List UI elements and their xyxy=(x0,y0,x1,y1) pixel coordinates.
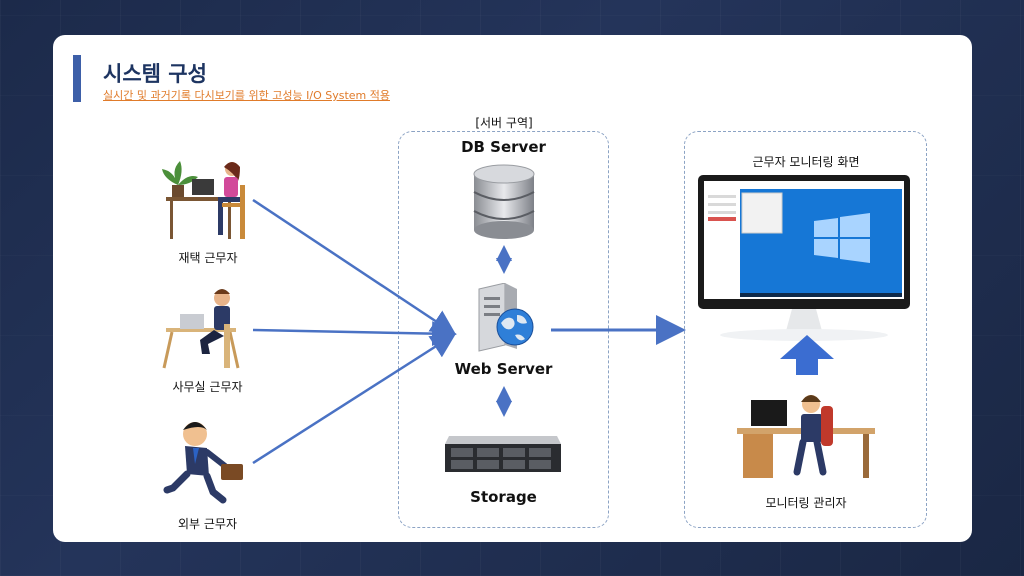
page-subtitle: 실시간 및 과거기록 다시보기를 위한 고성능 I/O System 적용 xyxy=(103,89,390,102)
admin-label: 모니터링 관리자 xyxy=(765,496,847,510)
arrow-office-to-web xyxy=(252,321,457,347)
storage-icon xyxy=(445,436,561,472)
monitor-screen-label: 근무자 모니터링 화면 xyxy=(752,155,860,169)
web-server-label: Web Server xyxy=(454,360,553,378)
monitor-icon xyxy=(698,175,910,341)
admin-icon xyxy=(737,395,875,478)
outside-worker-label: 외부 근무자 xyxy=(177,517,237,531)
up-arrow-icon xyxy=(780,335,834,375)
web-server-icon xyxy=(478,283,534,352)
home-worker-icon xyxy=(162,161,245,239)
title-accent-bar xyxy=(73,55,81,102)
arrow-outside-to-web xyxy=(252,333,457,465)
storage-label: Storage xyxy=(470,488,537,506)
page-title: 시스템 구성 xyxy=(103,62,207,86)
office-worker-label: 사무실 근무자 xyxy=(172,380,243,394)
outside-worker-icon xyxy=(163,422,243,504)
database-icon xyxy=(473,164,535,239)
arrow-home-to-web xyxy=(252,198,457,335)
server-zone-label: [서버 구역] xyxy=(475,116,533,130)
db-server-label: DB Server xyxy=(461,138,546,156)
home-worker-label: 재택 근무자 xyxy=(178,251,238,265)
office-worker-icon xyxy=(162,289,240,369)
